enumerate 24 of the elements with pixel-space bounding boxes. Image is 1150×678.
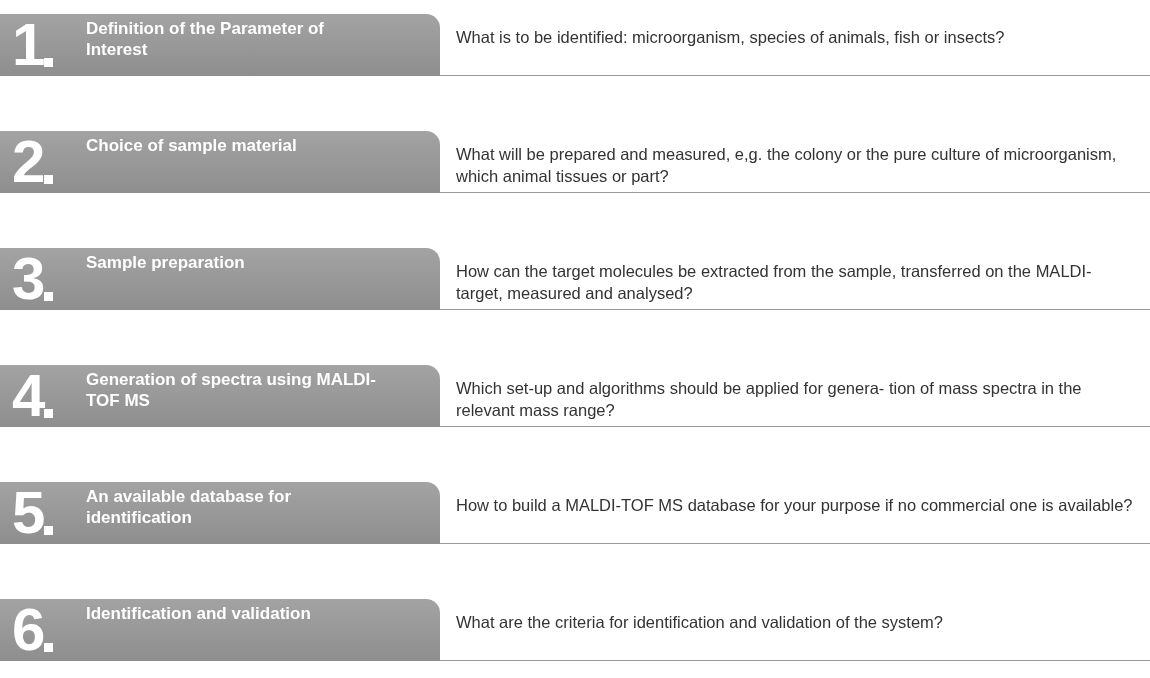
step-tab — [0, 599, 440, 661]
step-title: Sample preparation — [86, 252, 246, 273]
step-number: 6 — [12, 597, 46, 663]
step-question: What will be prepared and measured, e,g. the colony or the pure culture of microorganism, which animal tissues or part? — [456, 144, 1118, 187]
step-title: Generation of spectra using MALDI-TOF MS — [86, 369, 377, 411]
step-question: How to build a MALDI-TOF MS database for your purpose if no commercial one is available? — [456, 495, 1134, 516]
step-tab — [0, 131, 440, 193]
step-tab — [0, 14, 440, 76]
step-number: 2 — [12, 129, 46, 195]
step-title: Definition of the Parameter of Interest — [86, 18, 326, 60]
step-title: Choice of sample material — [86, 135, 298, 156]
step-question: How can the target molecules be extracted from the sample, transferred on the MALDI-target, measured and analysed? — [456, 261, 1093, 304]
step-number: 5 — [12, 480, 46, 546]
step-title: Identification and validation — [86, 603, 312, 624]
step-title: An available database for identification — [86, 486, 293, 528]
step-tab — [0, 482, 440, 544]
step-tab — [0, 365, 440, 427]
step-number: 1 — [12, 12, 46, 78]
step-tab — [0, 248, 440, 310]
step-question: Which set-up and algorithms should be applied for genera- tion of mass spectra in the relevant mass range? — [456, 378, 1083, 421]
step-question: What are the criteria for identification and validation of the system? — [456, 612, 944, 633]
step-number: 4 — [12, 363, 46, 429]
step-number: 3 — [12, 246, 46, 312]
step-question: What is to be identified: microorganism, species of animals, fish or insects? — [456, 27, 1006, 48]
